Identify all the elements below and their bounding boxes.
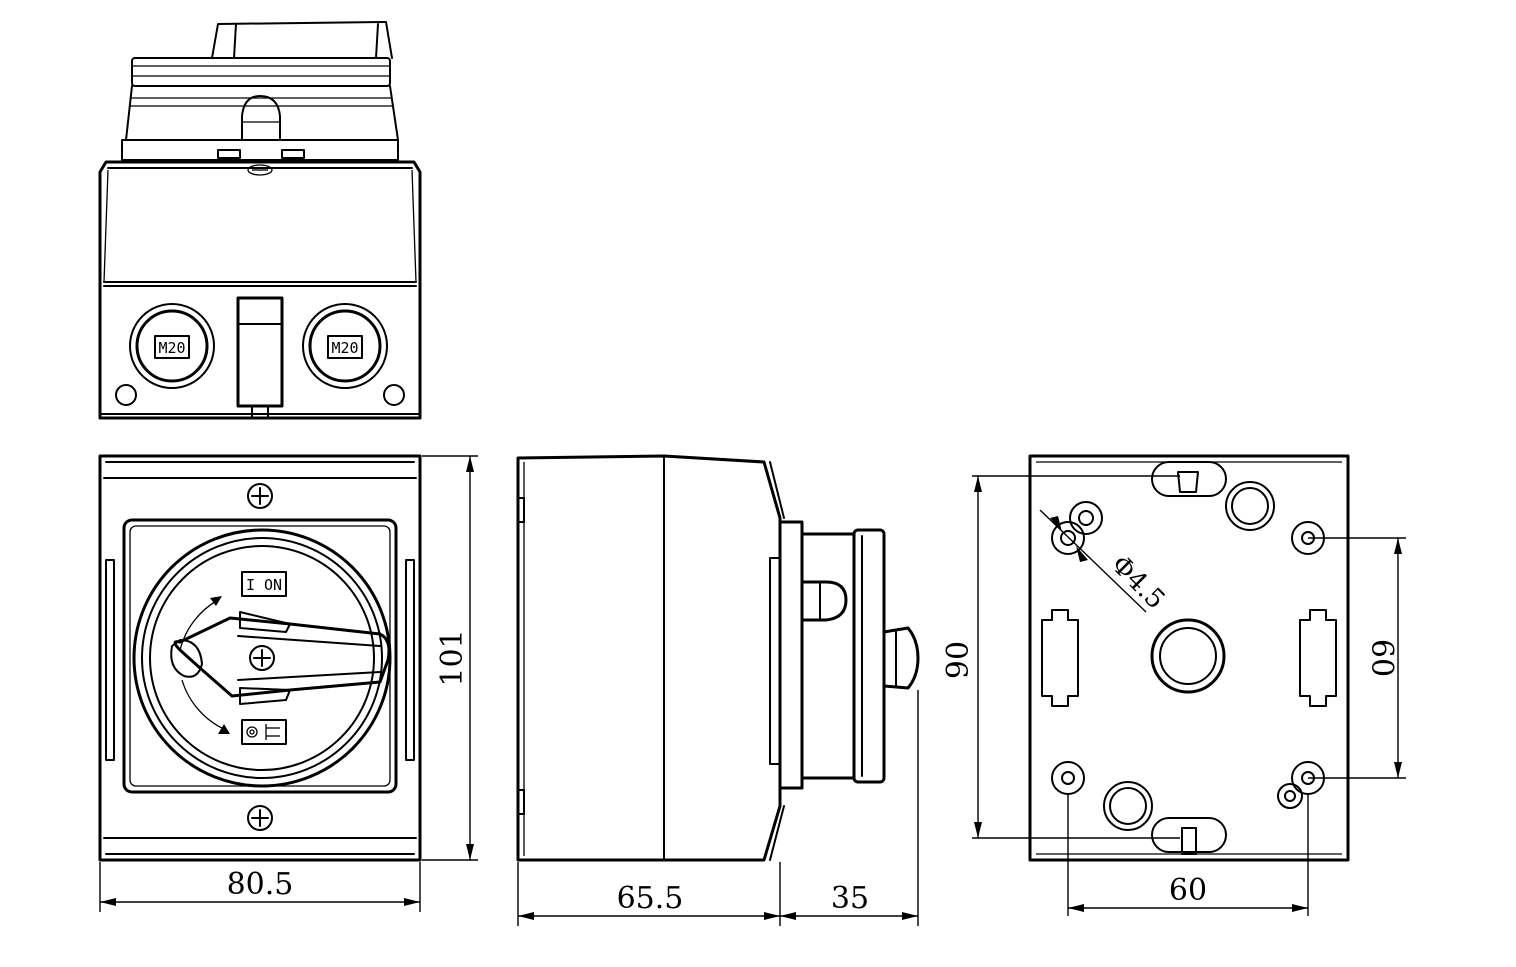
dim-rear-horizontal-label: 60 [1169,873,1207,908]
handle-collar [131,57,391,87]
screw-bottom [247,805,273,831]
off-label-box [241,719,287,745]
dim-rear-height-label: 90 [941,641,976,679]
base-plate [121,139,399,161]
lock-nub [241,95,281,141]
dim-handle-depth: 35 [780,690,919,926]
dim-side-depth-label: 65.5 [617,881,684,916]
cable-gland-left: M20 [129,303,215,389]
center-latch [236,296,284,408]
screw-top [247,483,273,509]
dim-handle-depth-label: 35 [831,881,869,916]
side-view [516,454,920,862]
top-view: M20 M20 [98,21,422,420]
dim-front-width: 80.5 [99,862,421,912]
on-label: I ON [246,576,282,594]
cable-gland-right: M20 [302,303,388,389]
gland-mark-left: M20 [158,339,185,357]
dim-rear-vertical: 60 [1308,537,1406,779]
dim-rear-vertical-label: 60 [1364,639,1399,677]
switch-handle [173,616,391,698]
hole-top-left [1051,501,1103,555]
hole-bottom-left [1051,761,1085,795]
dim-side-depth: 65.5 [517,862,781,926]
on-label-box [241,571,287,597]
side-nub [800,580,848,622]
rear-view [1028,454,1350,862]
dim-front-width-label: 80.5 [227,867,294,902]
gland-mark-right: M20 [331,339,358,357]
dim-hole-diameter: Φ4.5 [1039,509,1171,615]
rear-center-boss [1150,618,1226,694]
rear-housing [1028,454,1350,862]
front-housing [98,454,422,862]
hole-bottom-right [1277,761,1325,809]
side-handle [882,626,920,690]
housing-top [98,160,422,420]
dim-rear-height: 90 [941,475,1180,839]
front-face [122,518,398,794]
side-housing [516,454,782,862]
front-view: I ON [98,454,422,862]
dim-front-height: 101 [422,455,478,861]
dim-front-height-label: 101 [435,629,470,686]
handle-top [211,21,393,59]
dim-rear-horizontal: 60 [1067,794,1309,916]
switch-dial [132,528,392,788]
